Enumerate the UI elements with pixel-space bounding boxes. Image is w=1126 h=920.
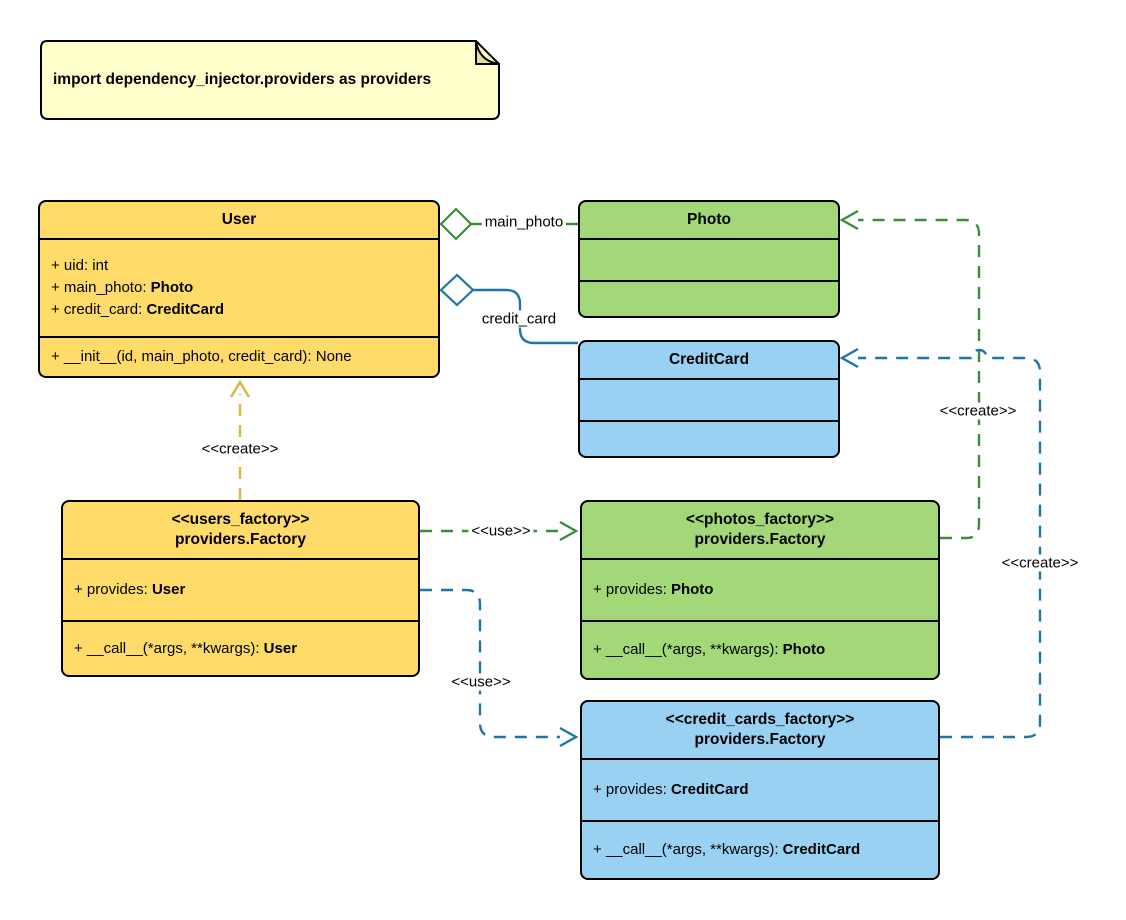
class-title: providers.Factory: [694, 731, 826, 748]
aggregation-diamond-icon: [439, 207, 473, 241]
edge-label-main-photo: main_photo: [481, 213, 567, 231]
class-stereotype: <<photos_factory>>: [685, 511, 835, 528]
method-type: User: [263, 639, 298, 657]
attribute-line: + provides: CreditCard: [593, 779, 938, 801]
attribute-text: + provides:: [593, 581, 671, 598]
edge-label-use-credit-cards: <<use>>: [448, 673, 514, 691]
class-credit-cards-factory-attributes: + provides: CreditCard: [582, 760, 938, 820]
class-photos-factory-methods: + __call__(*args, **kwargs): Photo: [582, 620, 938, 678]
import-note: import dependency_injector.providers as …: [40, 40, 500, 120]
class-user: User + uid: int + main_photo: Photo + cr…: [38, 200, 440, 378]
attribute-line: + provides: Photo: [593, 579, 938, 601]
method-type: Photo: [782, 641, 826, 658]
edge-label-create-user: <<create>>: [198, 440, 282, 458]
class-user-title: User: [40, 202, 438, 240]
edge-label-create-photo: <<create>>: [936, 402, 1020, 420]
edge-label-credit-card: credit_card: [478, 310, 560, 328]
method-text: + __init__(id, main_photo, credit_card):…: [51, 348, 352, 365]
attribute-type: CreditCard: [146, 301, 224, 318]
attribute-text: + uid: int: [51, 257, 109, 274]
method-line: + __call__(*args, **kwargs): CreditCard: [593, 839, 938, 861]
class-photo-title: Photo: [580, 202, 838, 240]
class-photo: Photo: [578, 200, 840, 318]
note-text: import dependency_injector.providers as …: [53, 71, 432, 88]
create-photo-edge: [858, 218, 981, 540]
attribute-line: + uid: int: [51, 255, 438, 277]
class-photos-factory: <<photos_factory>> providers.Factory + p…: [580, 500, 940, 680]
method-text: + __call__(*args, **kwargs):: [593, 841, 783, 858]
use-credit-cards-factory-edge: [420, 588, 560, 739]
note-body: [40, 40, 500, 120]
class-user-attributes: + uid: int + main_photo: Photo + credit_…: [40, 240, 438, 336]
class-credit-card: CreditCard: [578, 340, 840, 458]
open-arrowhead-icon: [229, 379, 251, 398]
method-line: + __call__(*args, **kwargs): Photo: [593, 639, 938, 661]
method-line: + __init__(id, main_photo, credit_card):…: [51, 346, 438, 368]
attribute-text: + credit_card:: [51, 301, 147, 318]
method-type: CreditCard: [782, 841, 861, 858]
note-shape: [40, 40, 500, 120]
edge-label-create-credit-card: <<create>>: [998, 554, 1082, 572]
class-credit-cards-factory-methods: + __call__(*args, **kwargs): CreditCard: [582, 820, 938, 878]
class-users-factory: <<users_factory>> providers.Factory + pr…: [61, 500, 420, 677]
class-credit-cards-factory: <<credit_cards_factory>> providers.Facto…: [580, 700, 940, 880]
class-users-factory-header: <<users_factory>> providers.Factory: [63, 502, 418, 560]
attribute-type: User: [151, 581, 186, 598]
class-credit-cards-factory-header: <<credit_cards_factory>> providers.Facto…: [582, 702, 938, 760]
attribute-line: + main_photo: Photo: [51, 277, 438, 299]
class-photos-factory-attributes: + provides: Photo: [582, 560, 938, 620]
aggregation-diamond-icon: [439, 273, 475, 307]
class-photos-factory-header: <<photos_factory>> providers.Factory: [582, 502, 938, 560]
empty-compartment: [580, 240, 838, 280]
open-arrowhead-icon: [839, 347, 859, 369]
method-text: + __call__(*args, **kwargs):: [593, 641, 783, 658]
open-arrowhead-icon: [559, 726, 579, 748]
class-user-methods: + __init__(id, main_photo, credit_card):…: [40, 336, 438, 376]
class-title: providers.Factory: [175, 531, 306, 548]
method-line: + __call__(*args, **kwargs): User: [74, 638, 418, 660]
edge-label-use-photos: <<use>>: [468, 522, 534, 540]
attribute-text: + provides:: [74, 581, 152, 598]
attribute-line: + credit_card: CreditCard: [51, 299, 438, 321]
open-arrowhead-icon: [559, 520, 579, 542]
class-stereotype: <<credit_cards_factory>>: [665, 711, 855, 728]
attribute-type: CreditCard: [670, 781, 749, 798]
empty-compartment: [580, 380, 838, 420]
method-text: + __call__(*args, **kwargs):: [74, 639, 264, 657]
class-users-factory-attributes: + provides: User: [63, 560, 418, 620]
empty-compartment: [580, 420, 838, 456]
note-fold-corner-icon: [475, 40, 500, 65]
attribute-text: + main_photo:: [51, 279, 151, 296]
attribute-type: Photo: [670, 581, 714, 598]
attribute-line: + provides: User: [74, 579, 418, 601]
empty-compartment: [580, 280, 838, 316]
attribute-text: + provides:: [593, 781, 671, 798]
class-users-factory-methods: + __call__(*args, **kwargs): User: [63, 620, 418, 675]
class-title: providers.Factory: [694, 531, 826, 548]
open-arrowhead-icon: [839, 209, 859, 231]
attribute-type: Photo: [150, 279, 194, 296]
class-credit-card-title: CreditCard: [580, 342, 838, 380]
class-stereotype: <<users_factory>>: [171, 511, 310, 528]
